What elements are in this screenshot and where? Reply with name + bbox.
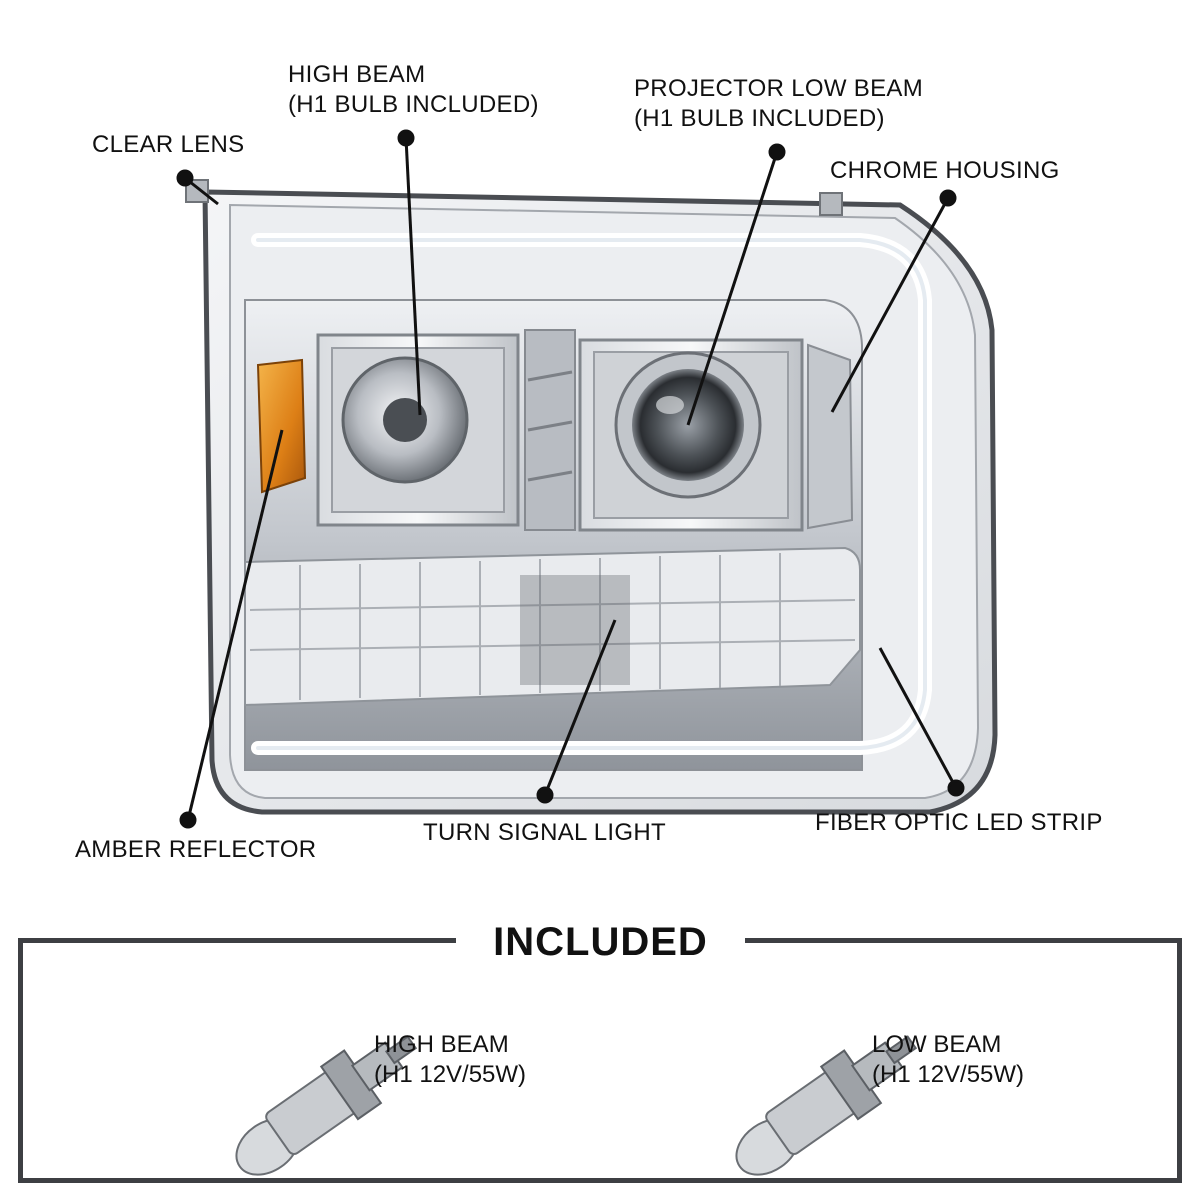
turn-signal-dot: [536, 786, 554, 804]
chrome-side-panel: [807, 343, 854, 530]
projector-low-beam-module: [578, 338, 804, 532]
label-high-beam-line2: (H1 BULB INCLUDED): [288, 91, 539, 118]
label-high-beam-line1: HIGH BEAM: [288, 61, 426, 88]
included-box-top-left: [18, 938, 456, 943]
led-strip-glow: [256, 238, 927, 750]
label-amber-reflector: AMBER REFLECTOR: [75, 836, 317, 863]
included-title: INCLUDED: [493, 920, 708, 964]
h1-bulb-low-beam: [735, 1035, 918, 1176]
bulb-high-beam-spec: (H1 12V/55W): [374, 1061, 527, 1088]
bulb-low-beam-name: LOW BEAM: [872, 1031, 1002, 1058]
clear-lens-dot: [176, 169, 194, 187]
included-box: [18, 938, 1182, 1183]
amber-reflector: [256, 358, 307, 494]
label-high-beam: HIGH BEAM (H1 BULB INCLUDED): [288, 60, 539, 120]
label-turn-signal-light: TURN SIGNAL LIGHT: [423, 819, 666, 846]
headlight-assembly: [185, 179, 998, 815]
mount-tab-right: [819, 192, 843, 216]
bulb-low-beam-spec: (H1 12V/55W): [872, 1061, 1025, 1088]
label-fiber-optic-led-strip: FIBER OPTIC LED STRIP: [815, 809, 1103, 836]
mount-tab-left: [185, 179, 209, 203]
fiber-optic-dot: [947, 779, 965, 797]
projector-low-beam-dot: [768, 143, 786, 161]
label-projector-low-beam: PROJECTOR LOW BEAM (H1 BULB INCLUDED): [634, 74, 923, 134]
label-projector-line1: PROJECTOR LOW BEAM: [634, 75, 923, 102]
callout-leaders: [176, 129, 965, 829]
high-beam-dot: [397, 129, 415, 147]
label-chrome-housing: CHROME HOUSING: [830, 157, 1060, 184]
bulb-label-high-beam: HIGH BEAM (H1 12V/55W): [374, 1030, 526, 1090]
center-fins: [524, 329, 576, 531]
included-box-top-right: [745, 938, 1182, 943]
h1-bulb-high-beam: [235, 1035, 418, 1176]
label-clear-lens: CLEAR LENS: [92, 131, 245, 158]
label-projector-line2: (H1 BULB INCLUDED): [634, 105, 885, 132]
chrome-housing-dot: [939, 189, 957, 207]
turn-signal-lens: [244, 546, 861, 707]
amber-reflector-dot: [179, 811, 197, 829]
bulb-high-beam-name: HIGH BEAM: [374, 1031, 509, 1058]
bulb-label-low-beam: LOW BEAM (H1 12V/55W): [872, 1030, 1024, 1090]
